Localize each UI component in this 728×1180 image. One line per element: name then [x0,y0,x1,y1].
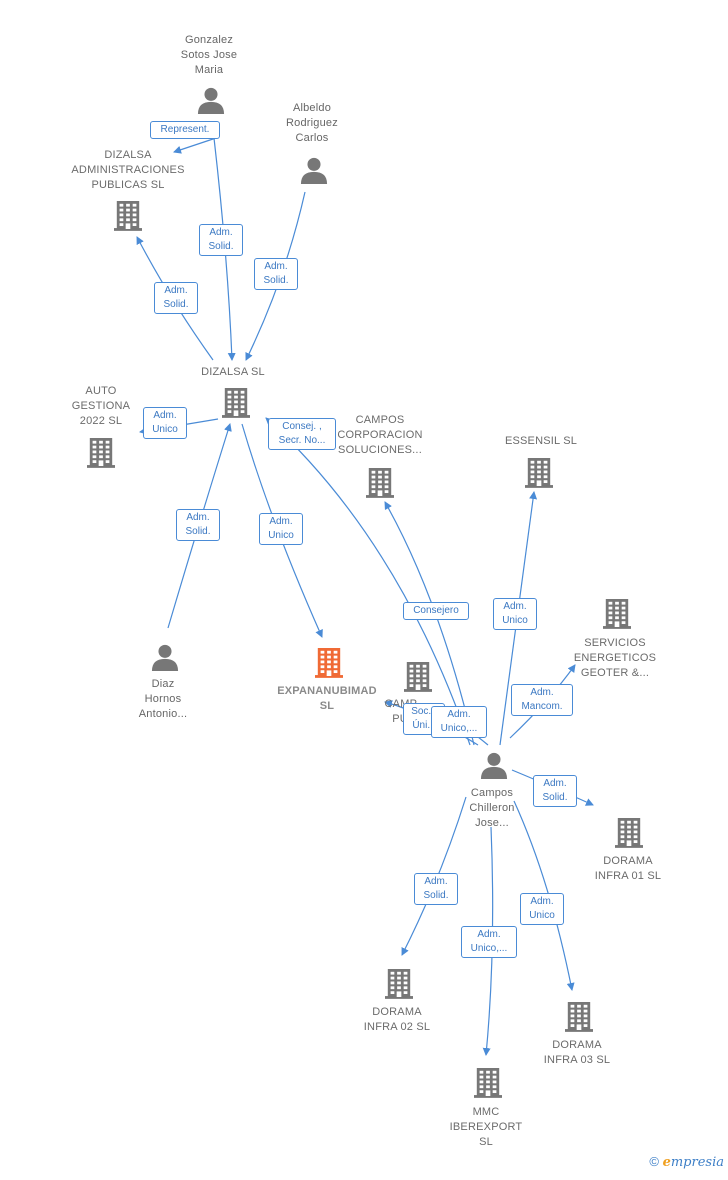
node-label[interactable]: Diaz Hornos Antonio... [138,678,188,720]
person-icon[interactable] [197,86,225,119]
building-icon[interactable] [615,815,643,854]
node-label[interactable]: ESSENSIL SL [504,435,578,447]
node-label[interactable]: Gonzalez Sotos Jose Maria [180,34,238,76]
building-icon[interactable] [474,1065,502,1104]
edge-label-campos_chilleron-to-dorama01[interactable]: Adm. Solid. [533,775,577,807]
building-icon[interactable] [114,198,142,237]
node-label[interactable]: SERVICIOS ENERGETICOS GEOTER &... [573,637,657,679]
node-label[interactable]: Campos Chilleron Jose... [469,787,515,829]
edge-label-albeldo-to-dizalsa[interactable]: Adm. Solid. [254,258,298,290]
copyright-symbol: © [649,1154,659,1169]
edge-label-campos_chilleron-to-campos_corp[interactable]: Consejero [403,602,469,620]
edge-label-campos_chilleron-to-dorama02[interactable]: Adm. Solid. [414,873,458,905]
building-icon[interactable] [366,465,394,504]
building-icon[interactable] [87,435,115,474]
edge-label-campos_chilleron-to-dizalsa[interactable]: Consej. , Secr. No... [268,418,336,450]
node-label[interactable]: MMC IBEREXPORT SL [449,1106,523,1148]
edge-label-gonzalez-to-dizalsa[interactable]: Adm. Solid. [199,224,243,256]
edge-label-gonzalez-to-dizalsa_adm[interactable]: Represent. [150,121,220,139]
edge-campos_chilleron-to-dizalsa [265,417,471,746]
node-label[interactable]: DORAMA INFRA 01 SL [594,855,662,882]
edge-label-dizalsa-to-auto_gestiona[interactable]: Adm. Unico [143,407,187,439]
node-label[interactable]: CAMPOS CORPORACION SOLUCIONES... [337,414,423,456]
edge-gonzalez-to-dizalsa_adm [173,137,217,154]
edge-label-dizalsa-to-expananubimad[interactable]: Adm. Unico [259,513,303,545]
edge-label-campos_chilleron-to-essensil[interactable]: Adm. Unico [493,598,537,630]
building-icon[interactable] [385,966,413,1005]
building-icon[interactable] [565,999,593,1038]
building-icon[interactable] [315,645,343,684]
node-label[interactable]: DIZALSA ADMINISTRACIONES PUBLICAS SL [71,149,185,191]
person-icon[interactable] [480,751,508,784]
brand-logo[interactable]: empresia [662,1155,724,1170]
node-label[interactable]: EXPANANUBIMAD SL [277,685,377,712]
node-label[interactable]: DORAMA INFRA 02 SL [363,1006,431,1033]
edge-campos_chilleron-to-dorama03 [513,800,575,991]
edge-label-campos_chilleron-to-servicios[interactable]: Adm. Mancom. [511,684,573,716]
node-label[interactable]: DIZALSA SL [201,366,265,378]
building-icon[interactable] [404,659,432,698]
building-icon[interactable] [603,596,631,635]
edge-label-diaz-to-dizalsa[interactable]: Adm. Solid. [176,509,220,541]
person-icon[interactable] [151,643,179,676]
edge-label-campos_chilleron-to-dorama03[interactable]: Adm. Unico [520,893,564,925]
node-label[interactable]: DORAMA INFRA 03 SL [543,1039,611,1066]
person-icon[interactable] [300,156,328,189]
edge-label-campos_chilleron-to-mmc[interactable]: Adm. Unico,... [461,926,517,958]
node-label[interactable]: AUTO GESTIONA 2022 SL [71,385,131,427]
edge-label-campos_chilleron-to-campos_pu[interactable]: Adm. Unico,... [431,706,487,738]
building-icon[interactable] [525,455,553,494]
node-label[interactable]: Albeldo Rodriguez Carlos [286,102,338,144]
building-icon[interactable] [222,385,250,424]
edge-label-dizalsa-to-dizalsa_adm[interactable]: Adm. Solid. [154,282,198,314]
watermark: © empresia [649,1154,724,1170]
